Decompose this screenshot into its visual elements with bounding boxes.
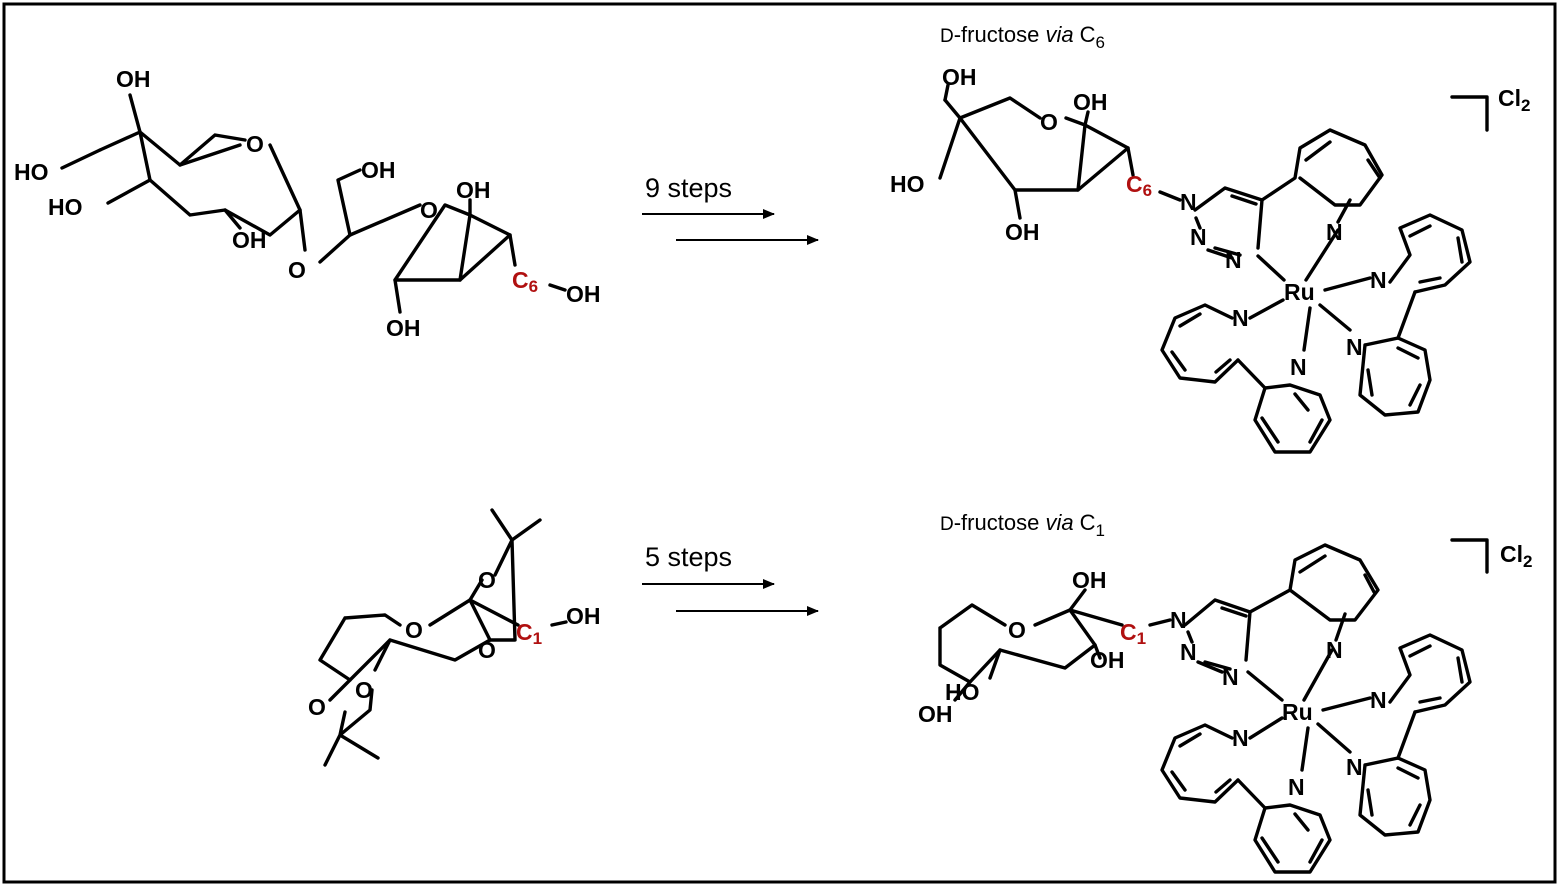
chloride-label: Cl2: [1498, 85, 1530, 115]
highlight-carbon-c6: C6: [1126, 171, 1152, 200]
atom-label: OH: [566, 603, 601, 629]
atom-label: OH: [456, 177, 491, 203]
atom-label: HO: [14, 159, 49, 185]
atom-label: O: [478, 637, 496, 663]
atom-label: N: [1170, 607, 1187, 633]
atom-label: N: [1225, 247, 1242, 273]
atom-label: O: [478, 567, 496, 593]
atom-label: OH: [566, 281, 601, 307]
top-arrow-label: 9 steps: [645, 173, 732, 203]
atom-label: O: [308, 694, 326, 720]
highlight-carbon-c6: C6: [512, 267, 538, 296]
atom-label: O: [1008, 617, 1026, 643]
atom-label: N: [1288, 774, 1305, 800]
atom-label: N: [1370, 687, 1387, 713]
atom-label: OH: [361, 157, 396, 183]
bottom-reaction-arrow: 5 steps: [642, 542, 819, 616]
highlight-carbon-c1: C1: [1120, 619, 1146, 648]
atom-label: N: [1326, 637, 1343, 663]
atom-label: OH: [1073, 89, 1108, 115]
atom-label: N: [1180, 639, 1197, 665]
atom-label: OH: [1005, 219, 1040, 245]
atom-label: OH: [116, 66, 151, 92]
top-product: [938, 83, 1472, 454]
atom-label: N: [1180, 189, 1197, 215]
atom-label: HO: [890, 171, 925, 197]
atom-label: Ru: [1284, 279, 1315, 305]
atom-label: N: [1290, 354, 1307, 380]
bottom-product-labels: OH O C1 N OH HO OH N N N Ru N N N N: [918, 567, 1387, 800]
bottom-starting-material: [318, 508, 568, 767]
atom-label: O: [288, 257, 306, 283]
atom-label: OH: [918, 701, 953, 727]
atom-label: OH: [232, 227, 267, 253]
bottom-arrow-label: 5 steps: [645, 542, 732, 572]
atom-label: N: [1326, 219, 1343, 245]
bottom-sm-labels: O O O C1 OH O O: [308, 567, 601, 720]
atom-label: O: [1040, 109, 1058, 135]
atom-label: N: [1222, 664, 1239, 690]
atom-label: OH: [1072, 567, 1107, 593]
atom-label: N: [1346, 334, 1363, 360]
atom-label: O: [405, 617, 423, 643]
top-starting-material: [60, 93, 567, 314]
atom-label: Ru: [1282, 699, 1313, 725]
atom-label: OH: [942, 64, 977, 90]
atom-label: N: [1232, 725, 1249, 751]
atom-label: O: [355, 677, 373, 703]
atom-label: N: [1190, 224, 1207, 250]
bottom-counter-ion: Cl2: [1450, 538, 1532, 574]
atom-label: OH: [1090, 647, 1125, 673]
atom-label: O: [246, 131, 264, 157]
bottom-product: [938, 543, 1472, 874]
top-counter-ion: Cl2: [1450, 85, 1530, 132]
chloride-label: Cl2: [1500, 541, 1532, 571]
atom-label: N: [1370, 267, 1387, 293]
top-reaction-arrow: 9 steps: [642, 173, 819, 245]
atom-label: N: [1232, 305, 1249, 331]
atom-label: HO: [945, 679, 980, 705]
atom-label: HO: [48, 194, 83, 220]
atom-label: N: [1346, 754, 1363, 780]
highlight-carbon-c1: C1: [516, 619, 542, 648]
top-sm-labels: OH O HO HO OH O OH O OH OH C6 OH: [14, 66, 601, 341]
atom-label: O: [420, 197, 438, 223]
top-product-labels: OH O OH HO OH C6 N N N N Ru N N N N: [890, 64, 1387, 380]
atom-label: OH: [386, 315, 421, 341]
